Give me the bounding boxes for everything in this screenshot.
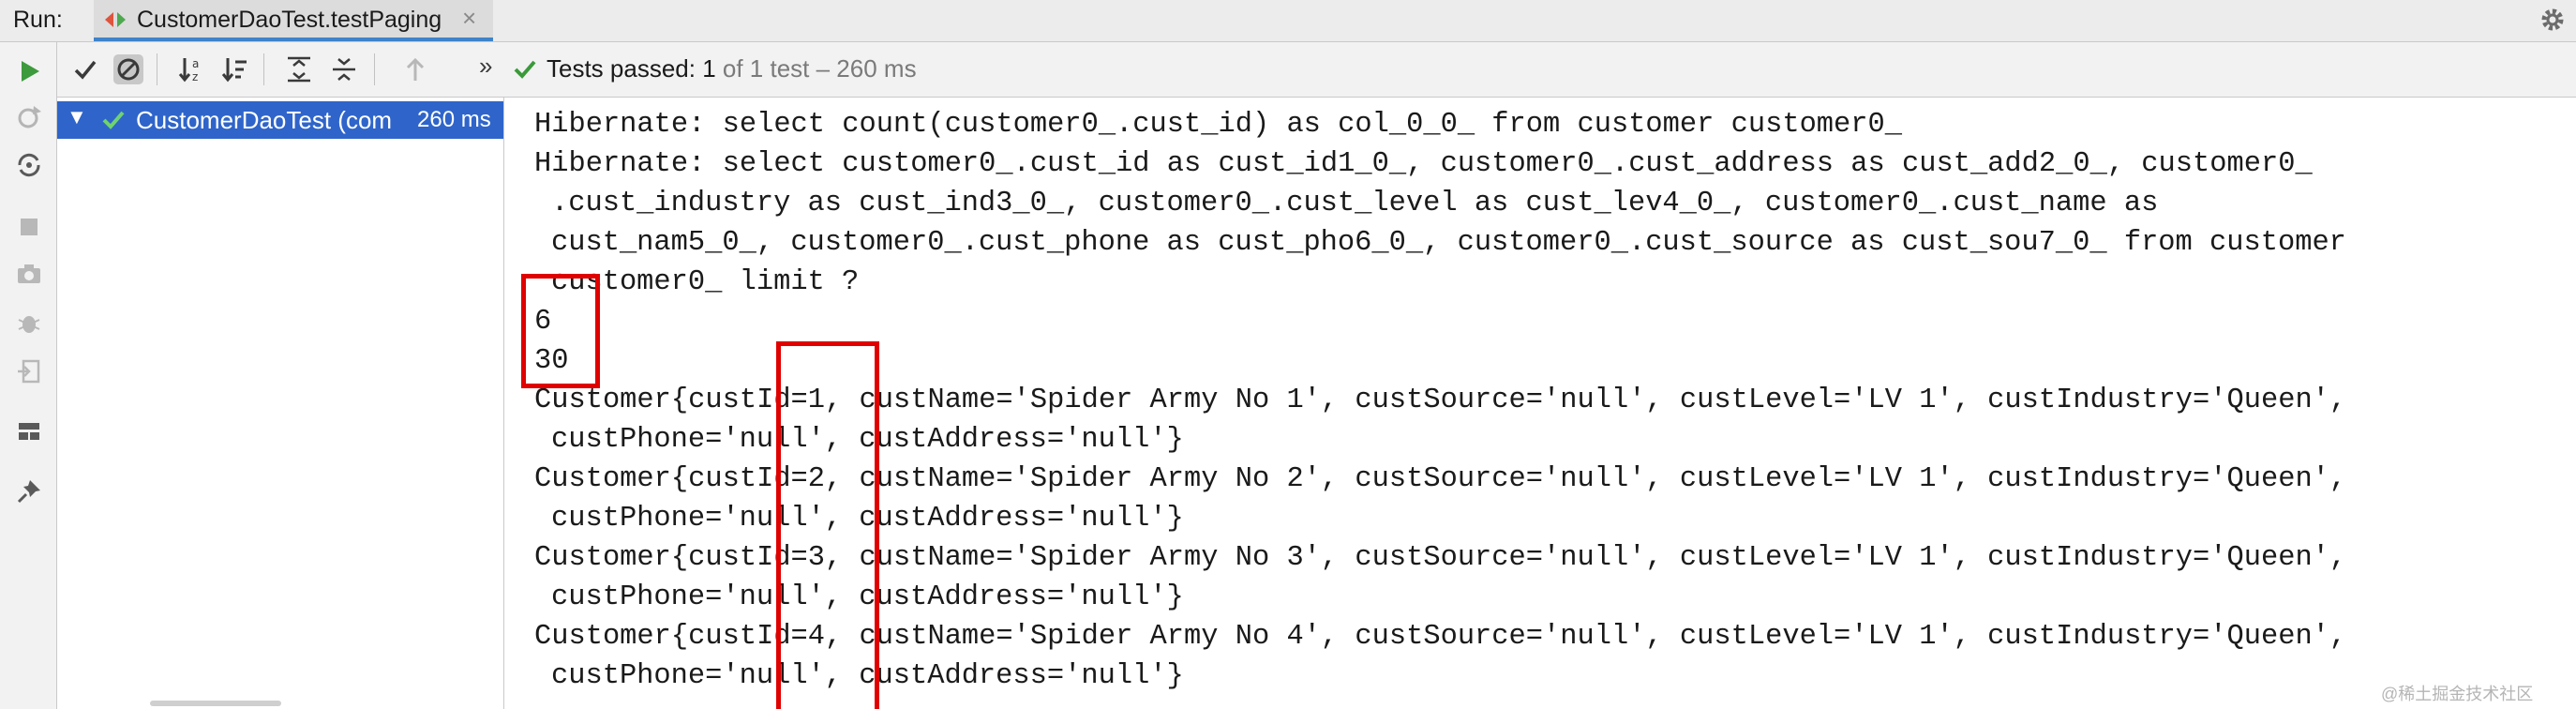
run-label: Run: <box>13 7 63 33</box>
console-line: Customer{custId=2, custName='Spider Army… <box>534 463 2347 495</box>
debug-bug-icon[interactable] <box>15 309 43 337</box>
tab-customer-dao-test-paging[interactable]: CustomerDaoTest.testPaging × <box>94 0 493 41</box>
expand-arrow-icon[interactable]: ▼ <box>67 105 87 128</box>
camera-icon[interactable] <box>15 260 43 288</box>
show-ignored-icon[interactable] <box>113 54 143 84</box>
close-icon[interactable]: × <box>462 4 477 32</box>
tree-item-label: CustomerDaoTest (com <box>136 106 393 134</box>
layout-icon[interactable] <box>15 417 43 445</box>
watermark: @稀土掘金技术社区 <box>2381 685 2534 703</box>
toolbar-separator <box>374 53 375 85</box>
run-tool-window-header: Run: CustomerDaoTest.testPaging × <box>0 0 2576 42</box>
gear-icon[interactable] <box>2539 6 2567 34</box>
console-line: Hibernate: select customer0_.cust_id as … <box>534 148 2313 180</box>
console-line: Customer{custId=4, custName='Spider Army… <box>534 621 2347 653</box>
more-actions-button[interactable]: » <box>479 52 493 80</box>
tree-item-customer-dao-test[interactable]: ▼ CustomerDaoTest (com 260 ms <box>57 101 503 139</box>
highlight-box-paging-counts <box>521 274 600 388</box>
tab-title: CustomerDaoTest.testPaging <box>137 7 442 33</box>
console-line: custPhone='null', custAddress='null'} <box>551 581 1184 613</box>
svg-text:a: a <box>192 57 199 70</box>
tree-item-duration: 260 ms <box>417 107 491 132</box>
left-toolbar <box>0 42 57 709</box>
expand-all-icon[interactable] <box>284 54 314 84</box>
horizontal-scrollbar[interactable] <box>150 701 281 706</box>
sort-alphabetically-icon[interactable]: a z <box>177 54 207 84</box>
collapse-all-icon[interactable] <box>329 54 359 84</box>
console-line: 30 <box>534 345 569 377</box>
console-output[interactable]: Hibernate: select count(customer0_.cust_… <box>504 98 2576 709</box>
rerun-failed-icon[interactable] <box>15 104 43 132</box>
import-tests-icon[interactable] <box>15 357 43 385</box>
console-line: customer0_ limit ? <box>551 266 860 298</box>
toggle-auto-test-icon[interactable] <box>15 151 43 179</box>
console-line: Customer{custId=1, custName='Spider Army… <box>534 385 2347 416</box>
console-line: custPhone='null', custAddress='null'} <box>551 503 1184 535</box>
console-line: custPhone='null', custAddress='null'} <box>551 424 1184 456</box>
console-line: cust_nam5_0_, customer0_.cust_phone as c… <box>551 227 2346 259</box>
rerun-icon[interactable] <box>15 57 43 85</box>
console-line: .cust_industry as cust_ind3_0_, customer… <box>551 188 2159 219</box>
svg-text:z: z <box>192 70 198 83</box>
test-passed-icon <box>102 111 125 129</box>
pin-icon[interactable] <box>15 477 43 505</box>
console-line: Hibernate: select count(customer0_.cust_… <box>534 109 1902 141</box>
stop-icon[interactable] <box>15 213 43 241</box>
previous-failed-test-icon[interactable] <box>400 54 430 84</box>
console-line: custPhone='null', custAddress='null'} <box>551 660 1184 692</box>
test-status: Tests passed: 1 of 1 test – 260 ms <box>547 54 917 83</box>
show-passed-check-icon[interactable] <box>70 54 100 84</box>
check-icon <box>514 60 536 79</box>
test-runner-toolbar: a z » Tests passed: 1 of 1 test – 260 ms <box>57 42 2576 98</box>
console-line: 6 <box>534 306 552 338</box>
toolbar-separator <box>263 53 264 85</box>
junit-config-icon <box>105 12 126 27</box>
console-line: Customer{custId=3, custName='Spider Army… <box>534 542 2347 574</box>
sort-by-duration-icon[interactable] <box>220 54 250 84</box>
test-tree: ▼ CustomerDaoTest (com 260 ms <box>57 98 504 709</box>
console-text: Hibernate: select count(customer0_.cust_… <box>534 105 2346 696</box>
highlight-box-cust-id-column <box>776 341 879 709</box>
